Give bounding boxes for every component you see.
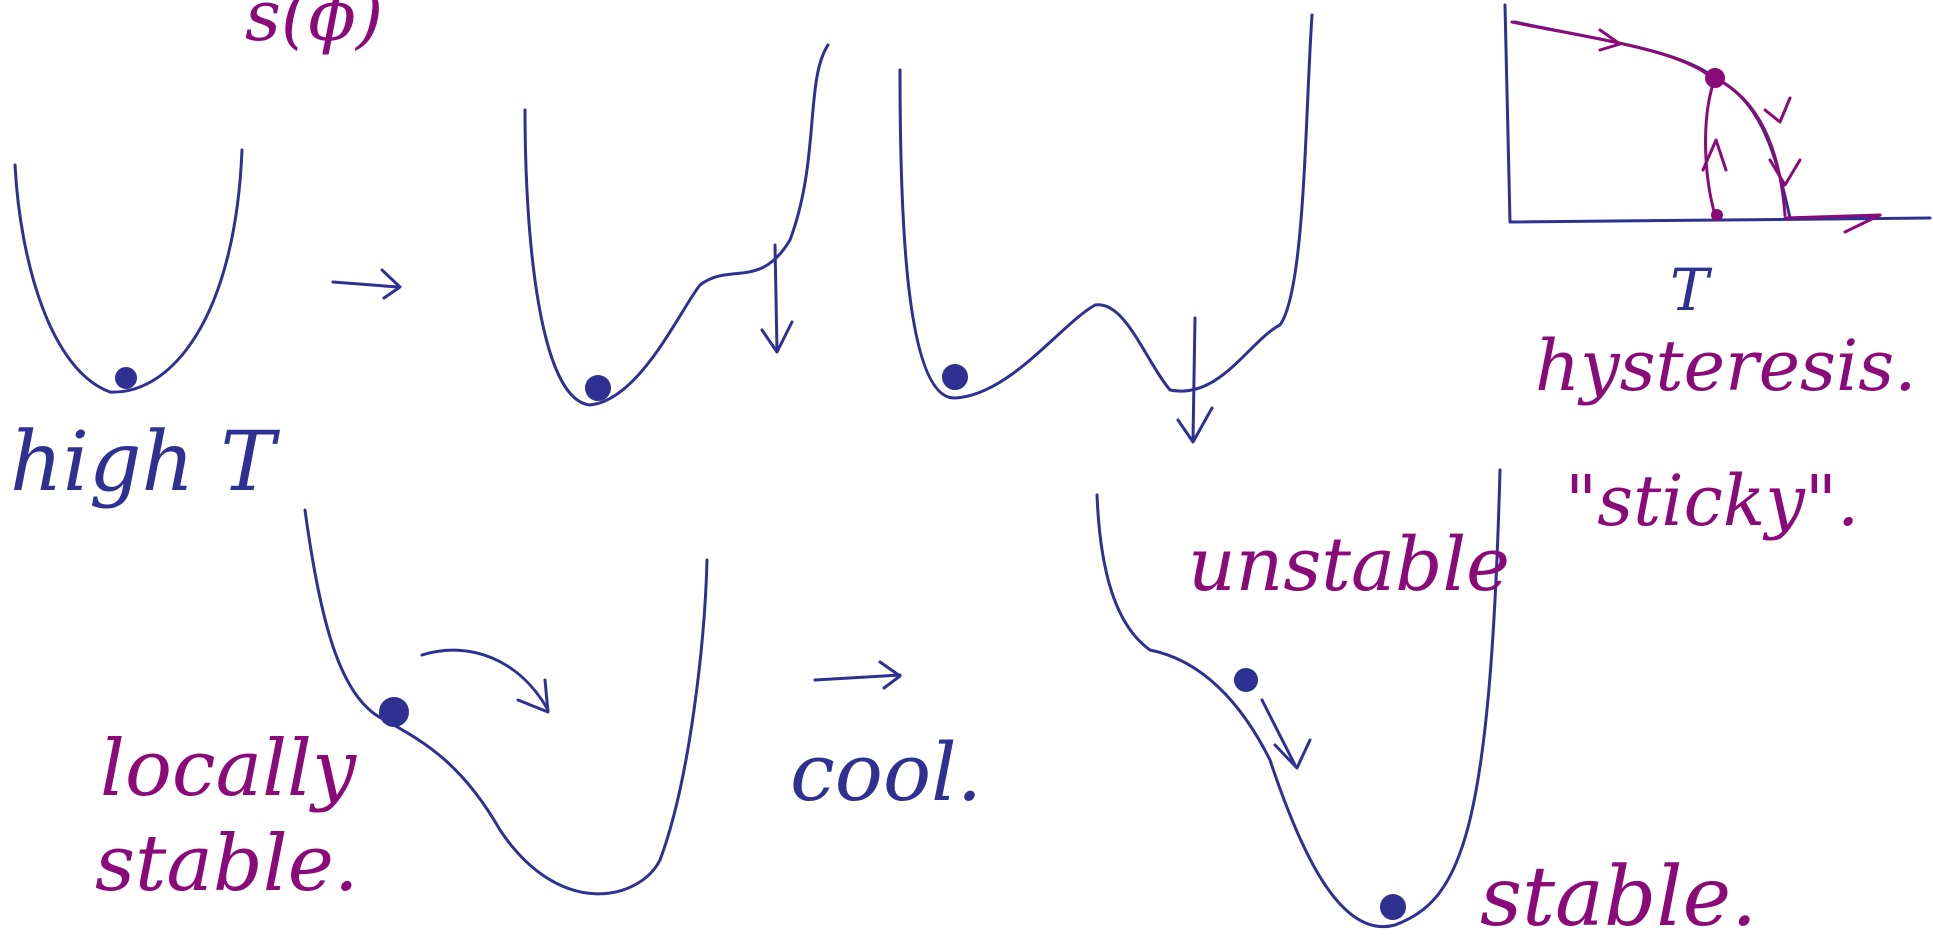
hysteresis-jump-up (1704, 76, 1717, 217)
ball-well-3 (942, 364, 968, 390)
label-high-t: high T (10, 415, 280, 510)
ball-stable (1380, 894, 1406, 920)
hysteresis-plot (1503, 3, 1932, 234)
label-cool: cool. (790, 726, 982, 819)
label-locally-stable: stable. (95, 819, 359, 909)
label-locally: locally (100, 724, 357, 814)
hysteresis-upper-branch (1510, 20, 1714, 80)
label-hysteresis: hysteresis. (1535, 325, 1916, 407)
ball-locally-stable (379, 697, 409, 727)
label-sticky: "sticky". (1565, 460, 1859, 542)
ball-unstable (1234, 668, 1258, 692)
potential-well-emerging-minimum (523, 43, 830, 407)
potential-well-locally-stable (303, 508, 709, 896)
arrow-right-1 (331, 268, 402, 300)
hysteresis-jump-down (1713, 76, 1787, 217)
potential-well-stable (1095, 468, 1502, 929)
ball-high-t (115, 367, 137, 389)
potential-well-double (898, 13, 1314, 444)
hysteresis-axis-label-t: T (1670, 256, 1713, 324)
potential-well-high-t (13, 148, 244, 394)
label-stable: stable. (1480, 850, 1757, 945)
hysteresis-axes (1503, 3, 1932, 224)
label-unstable: unstable (1188, 522, 1510, 608)
ball-well-2 (585, 375, 611, 401)
title-fragment: s(ϕ) (245, 0, 383, 57)
arrow-cool (813, 660, 902, 690)
